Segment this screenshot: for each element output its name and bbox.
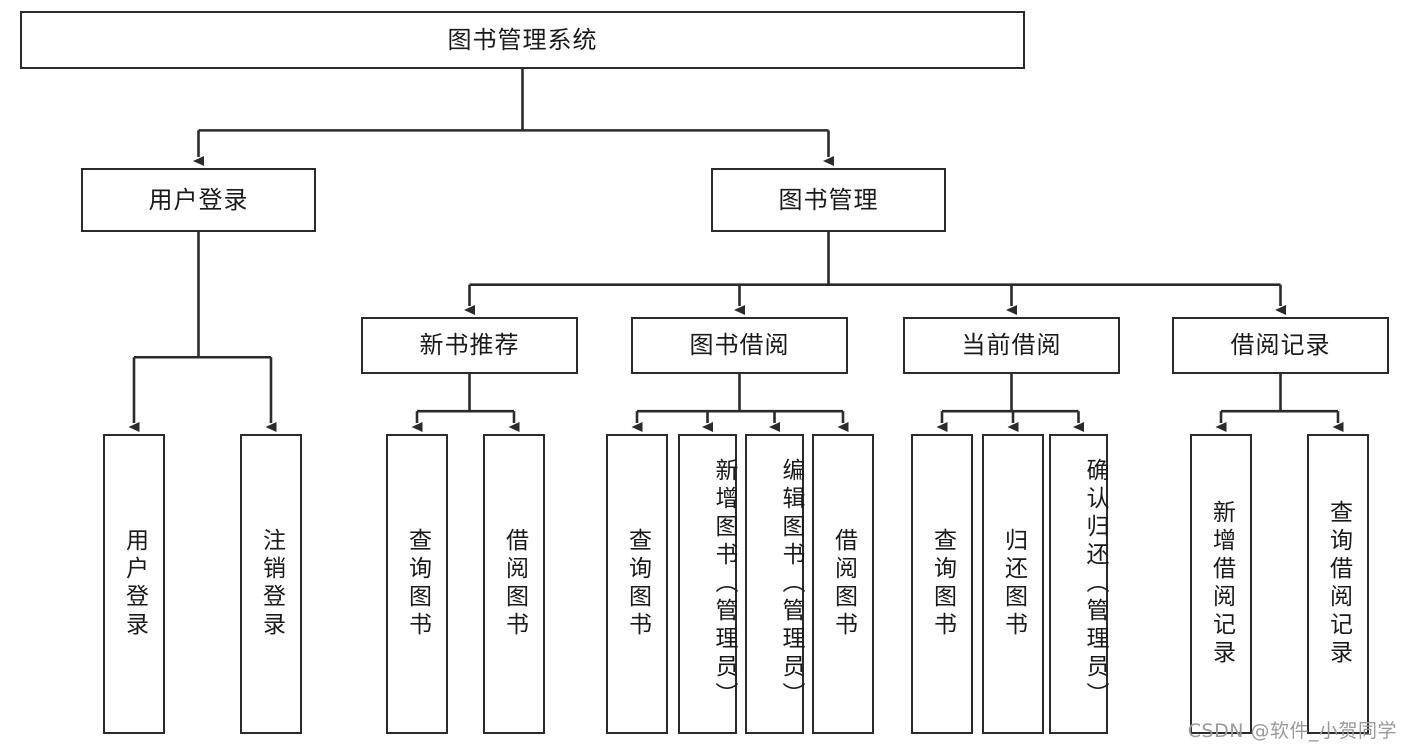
leaf-query-book-3[interactable]: 查询图书 — [911, 434, 973, 734]
leaf-query-borrow-record-label: 查询借阅记录 — [1325, 500, 1352, 668]
node-new-book-recommend-label: 新书推荐 — [419, 331, 520, 360]
node-root-label: 图书管理系统 — [447, 25, 598, 54]
leaf-edit-book-label: 编辑图书（管理员） — [778, 458, 804, 710]
leaf-logout[interactable]: 注销登录 — [240, 434, 302, 734]
leaf-borrow-book-1[interactable]: 借阅图书 — [483, 434, 545, 734]
leaf-confirm-return-label: 确认归还（管理员） — [1082, 458, 1108, 710]
node-current-borrow[interactable]: 当前借阅 — [903, 317, 1120, 374]
leaf-edit-book[interactable]: 编辑图书（管理员） — [745, 434, 804, 734]
leaf-query-book-2-label: 查询图书 — [624, 528, 651, 640]
leaf-query-book-2[interactable]: 查询图书 — [606, 434, 668, 734]
leaf-confirm-return[interactable]: 确认归还（管理员） — [1049, 434, 1108, 734]
node-user-login[interactable]: 用户登录 — [81, 168, 316, 232]
leaf-add-borrow-record[interactable]: 新增借阅记录 — [1190, 434, 1252, 734]
leaf-query-borrow-record[interactable]: 查询借阅记录 — [1307, 434, 1369, 734]
node-book-manage-label: 图书管理 — [778, 185, 879, 214]
leaf-borrow-book-2-label: 借阅图书 — [830, 528, 857, 640]
node-user-login-label: 用户登录 — [148, 185, 249, 214]
node-book-borrow[interactable]: 图书借阅 — [631, 317, 848, 374]
node-book-borrow-label: 图书借阅 — [689, 331, 790, 360]
leaf-add-book[interactable]: 新增图书（管理员） — [678, 434, 737, 734]
node-root[interactable]: 图书管理系统 — [20, 11, 1025, 69]
leaf-logout-label: 注销登录 — [258, 528, 285, 640]
leaf-return-book[interactable]: 归还图书 — [982, 434, 1044, 734]
leaf-add-book-label: 新增图书（管理员） — [711, 458, 737, 710]
leaf-query-book-1[interactable]: 查询图书 — [386, 434, 448, 734]
leaf-user-login[interactable]: 用户登录 — [103, 434, 165, 734]
leaf-return-book-label: 归还图书 — [1000, 528, 1027, 640]
node-borrow-record-label: 借阅记录 — [1230, 331, 1331, 360]
node-borrow-record[interactable]: 借阅记录 — [1172, 317, 1389, 374]
node-new-book-recommend[interactable]: 新书推荐 — [361, 317, 578, 374]
leaf-user-login-label: 用户登录 — [121, 528, 148, 640]
leaf-borrow-book-2[interactable]: 借阅图书 — [812, 434, 874, 734]
leaf-query-book-3-label: 查询图书 — [929, 528, 956, 640]
leaf-borrow-book-1-label: 借阅图书 — [501, 528, 528, 640]
node-book-manage[interactable]: 图书管理 — [711, 168, 946, 232]
leaf-add-borrow-record-label: 新增借阅记录 — [1208, 500, 1235, 668]
leaf-query-book-1-label: 查询图书 — [404, 528, 431, 640]
node-current-borrow-label: 当前借阅 — [961, 331, 1062, 360]
